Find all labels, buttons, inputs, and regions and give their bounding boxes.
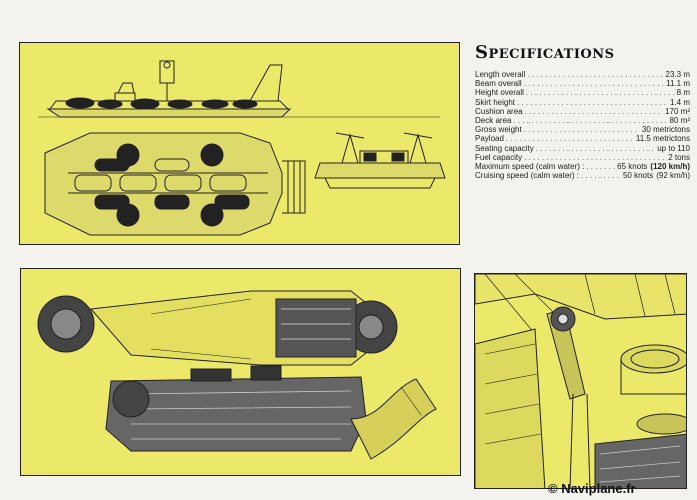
spec-value: 8 m	[676, 88, 690, 98]
spec-value: 170 m²	[665, 106, 690, 116]
spec-row: Gross weight 30 metrictons	[475, 125, 690, 134]
spec-row: Seating capacity up to 110	[475, 144, 690, 153]
spec-value: 11.5 metrictons	[635, 134, 690, 144]
spec-value: 23.3 m	[665, 70, 690, 79]
spec-label: Gross weight	[475, 125, 522, 135]
spec-value: 1.4 m	[669, 97, 690, 107]
spec-label: Maximum speed (calm water) :	[475, 162, 585, 172]
specifications-title: Specifications	[475, 42, 615, 63]
spec-row: Deck area 80 m²	[475, 116, 690, 125]
spec-label: Deck area	[475, 116, 512, 126]
spec-value-extra: (120 km/h)	[650, 162, 690, 172]
front-view-drawing	[314, 132, 446, 189]
spec-row: Length overall 23.3 m	[475, 70, 690, 79]
spec-value: 11.1 m	[666, 79, 690, 89]
spec-label: Height overall	[475, 88, 524, 98]
plan-view-drawing	[44, 132, 306, 236]
spec-leader-dots	[524, 125, 640, 134]
spec-leader-dots	[517, 98, 668, 107]
spec-leader-dots	[536, 144, 656, 153]
spec-value: 2 tons	[668, 152, 690, 162]
spec-value: 30 metrictons	[641, 125, 690, 135]
hovercraft-drawings	[38, 60, 446, 236]
spec-leader-dots	[524, 79, 664, 88]
spec-leader-dots	[524, 153, 666, 162]
spec-leader-dots	[506, 134, 634, 143]
spec-leader-dots	[525, 107, 664, 116]
engine-cutaway-panel	[20, 268, 461, 476]
spec-label: Fuel capacity	[475, 152, 523, 162]
spec-value: up to 110	[657, 143, 690, 153]
spec-row: Cruising speed (calm water) : 50 knots(92…	[475, 171, 690, 180]
spec-label: Beam overall	[475, 79, 522, 89]
spec-label: Skirt height	[475, 97, 516, 107]
spec-row: Maximum speed (calm water) : 65 knots(120…	[475, 162, 690, 171]
spec-row: Skirt height 1.4 m	[475, 98, 690, 107]
spec-leader-dots	[513, 116, 667, 125]
spec-label: Cruising speed (calm water) :	[475, 171, 580, 181]
mechanical-detail-panel	[474, 273, 687, 489]
spec-label: Seating capacity	[475, 143, 534, 153]
spec-leader-dots	[526, 88, 675, 97]
spec-label: Length overall	[475, 70, 526, 79]
specifications-block: Specifications Length overall23.3 mBeam …	[475, 42, 690, 181]
spec-label: Cushion area	[475, 106, 523, 116]
side-elevation-drawing	[38, 60, 440, 118]
hovercraft-drawings-panel	[19, 42, 460, 245]
spec-leader-dots	[527, 70, 663, 79]
spec-row: Fuel capacity 2 tons	[475, 153, 690, 162]
spec-value-extra: (92 km/h)	[656, 171, 690, 181]
spec-leader-dots	[586, 162, 615, 171]
spec-value: 50 knots	[622, 171, 654, 181]
spec-value: 80 m²	[669, 116, 690, 126]
spec-leader-dots	[581, 171, 621, 180]
spec-row: Payload 11.5 metrictons	[475, 134, 690, 143]
spec-row: Beam overall 11.1 m	[475, 79, 690, 88]
spec-row: Cushion area 170 m²	[475, 107, 690, 116]
spec-value: 65 knots	[617, 162, 648, 172]
watermark-credit: © Naviplane.fr	[548, 481, 636, 496]
spec-label: Payload	[475, 134, 504, 144]
spec-row: Height overall 8 m	[475, 88, 690, 97]
mechanical-detail-illustration	[475, 274, 686, 488]
engine-cutaway-illustration	[37, 290, 437, 460]
